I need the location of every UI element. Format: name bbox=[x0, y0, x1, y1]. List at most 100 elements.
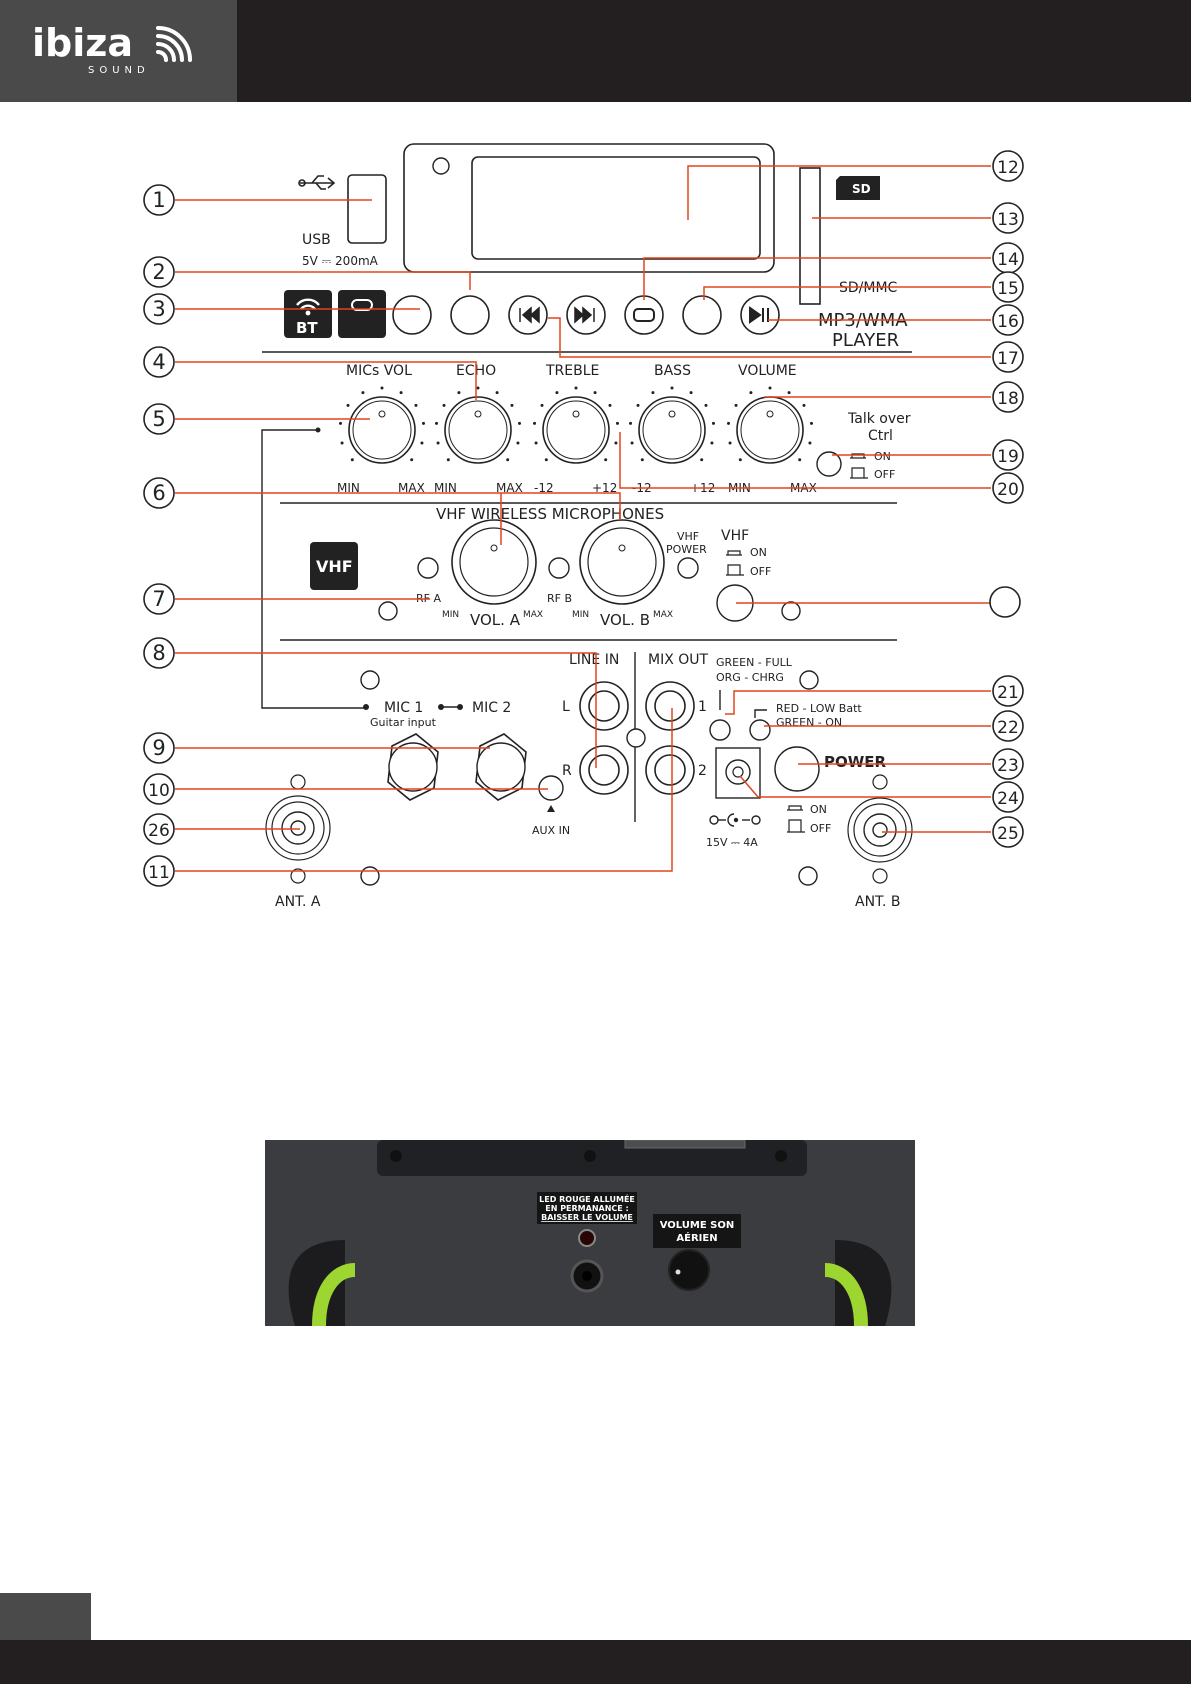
callout-4: 4 bbox=[143, 346, 175, 378]
arrow-up-icon bbox=[547, 805, 555, 812]
volume-label-2: AÉRIEN bbox=[676, 1231, 717, 1244]
page-header: ibiza SOUND bbox=[0, 0, 1191, 102]
screw bbox=[872, 868, 888, 884]
vhf-switch-label: VHF bbox=[721, 528, 749, 544]
svg-text:14: 14 bbox=[997, 250, 1019, 270]
svg-text:24: 24 bbox=[997, 789, 1019, 809]
repeat-icon bbox=[633, 308, 655, 322]
eq-button[interactable] bbox=[682, 295, 722, 335]
rec-button[interactable] bbox=[450, 295, 490, 335]
vhf-on-icon bbox=[726, 550, 742, 556]
usb-icon bbox=[298, 175, 336, 190]
vol-b-knob[interactable] bbox=[579, 519, 665, 605]
knob-treble[interactable] bbox=[533, 386, 619, 464]
callout-13: 13 bbox=[992, 202, 1024, 234]
knob-volume[interactable] bbox=[727, 386, 813, 464]
ir-sensor bbox=[432, 157, 450, 175]
antenna-b[interactable] bbox=[847, 797, 913, 863]
mix-out-1-jack[interactable] bbox=[645, 681, 695, 731]
treble-max: +12 bbox=[592, 481, 617, 495]
battery-led bbox=[749, 719, 771, 741]
talkover-off: OFF bbox=[874, 468, 895, 481]
mode-button[interactable] bbox=[392, 295, 432, 335]
line-in-r-jack[interactable] bbox=[579, 745, 629, 795]
vhf-on: ON bbox=[750, 546, 767, 559]
svg-text:10: 10 bbox=[148, 781, 170, 801]
power-switch[interactable] bbox=[774, 746, 820, 792]
knob-label-micvol: MICs VOL bbox=[346, 363, 412, 379]
prev-icon bbox=[519, 306, 540, 324]
knob-echo[interactable] bbox=[435, 386, 521, 464]
knob-row: MICs VOL ECHO TREBLE BASS VOLUME MIN MAX… bbox=[337, 363, 911, 495]
sound-waves-icon bbox=[156, 26, 192, 62]
bt-button[interactable]: BT bbox=[284, 290, 332, 338]
mic-2-input[interactable] bbox=[475, 733, 527, 801]
svg-text:25: 25 bbox=[997, 824, 1019, 844]
aux-in-jack[interactable] bbox=[538, 775, 564, 801]
ant-b-label: ANT. B bbox=[855, 894, 900, 910]
callout-unlabeled bbox=[989, 586, 1021, 618]
charge-label-1: GREEN - FULL bbox=[716, 656, 793, 669]
rear-panel-diagram: USB 5V ⎓ 200mA SD SD/MMC MP3/WMA PLAYER … bbox=[143, 143, 1024, 910]
antenna-a[interactable] bbox=[265, 795, 331, 861]
link-button[interactable] bbox=[338, 290, 386, 338]
led-warning-1: LED ROUGE ALLUMÉE bbox=[539, 1193, 635, 1204]
callout-markers: 1234567891011121314151617181920212223242… bbox=[143, 150, 1024, 887]
svg-text:19: 19 bbox=[997, 447, 1019, 467]
repeat-button[interactable] bbox=[624, 295, 664, 335]
callout-10: 10 bbox=[143, 773, 175, 805]
link-icon bbox=[351, 299, 373, 311]
callout-18: 18 bbox=[992, 381, 1024, 413]
aux-in-label: AUX IN bbox=[532, 824, 570, 837]
svg-text:2: 2 bbox=[152, 260, 165, 284]
vhf-title: VHF WIRELESS MICROPHONES bbox=[436, 505, 664, 523]
led-warning-3: BAISSER LE VOLUME bbox=[541, 1213, 633, 1222]
knob-micvol[interactable] bbox=[339, 386, 425, 464]
power-label: POWER bbox=[824, 753, 887, 771]
callout-16: 16 bbox=[992, 304, 1024, 336]
volume-knob[interactable] bbox=[668, 1249, 710, 1291]
knob-label-treble: TREBLE bbox=[545, 363, 599, 379]
mix-out-label: MIX OUT bbox=[648, 652, 709, 668]
vol-a-knob[interactable] bbox=[451, 519, 537, 605]
callout-7: 7 bbox=[143, 583, 175, 615]
vol-a-label: VOL. A bbox=[470, 611, 521, 629]
callout-20: 20 bbox=[992, 472, 1024, 504]
callout-15: 15 bbox=[992, 271, 1024, 303]
charge-label-2: ORG - CHRG bbox=[716, 671, 784, 684]
screw bbox=[290, 868, 306, 884]
talkover-label-1: Talk over bbox=[847, 411, 911, 427]
power-off-icon bbox=[787, 819, 805, 833]
rf-b-label: RF B bbox=[547, 592, 572, 605]
page-footer bbox=[0, 1640, 1191, 1684]
callout-23: 23 bbox=[992, 748, 1024, 780]
power-on-icon bbox=[787, 805, 803, 811]
svg-text:17: 17 bbox=[997, 349, 1019, 369]
player-buttons: BT bbox=[284, 290, 780, 338]
ibiza-logo: ibiza SOUND bbox=[32, 21, 192, 76]
vol-b-min: MIN bbox=[572, 610, 589, 620]
mix-out-2-jack[interactable] bbox=[645, 745, 695, 795]
callout-22: 22 bbox=[992, 710, 1024, 742]
player-label-2: PLAYER bbox=[832, 330, 899, 351]
talkover-switch[interactable] bbox=[816, 451, 842, 477]
line-in-l: L bbox=[562, 699, 570, 715]
callout-12: 12 bbox=[992, 150, 1024, 182]
switch-on-icon bbox=[850, 453, 866, 459]
svg-text:12: 12 bbox=[997, 158, 1019, 178]
svg-text:9: 9 bbox=[152, 736, 165, 760]
callout-11: 11 bbox=[143, 855, 175, 887]
bt-label: BT bbox=[296, 319, 318, 337]
knob-bass[interactable] bbox=[629, 386, 715, 464]
knob-label-bass: BASS bbox=[654, 363, 691, 379]
callout-2: 2 bbox=[143, 256, 175, 288]
screw bbox=[798, 866, 818, 886]
mic-1-input[interactable] bbox=[387, 733, 439, 801]
lcd-screen bbox=[471, 156, 761, 260]
screw bbox=[626, 728, 646, 748]
sd-slot: SD SD/MMC MP3/WMA PLAYER bbox=[799, 167, 908, 351]
callout-24: 24 bbox=[992, 781, 1024, 813]
led-warning-2: EN PERMANANCE : bbox=[545, 1204, 629, 1213]
line-in-l-jack[interactable] bbox=[579, 681, 629, 731]
micvol-max: MAX bbox=[398, 481, 425, 495]
